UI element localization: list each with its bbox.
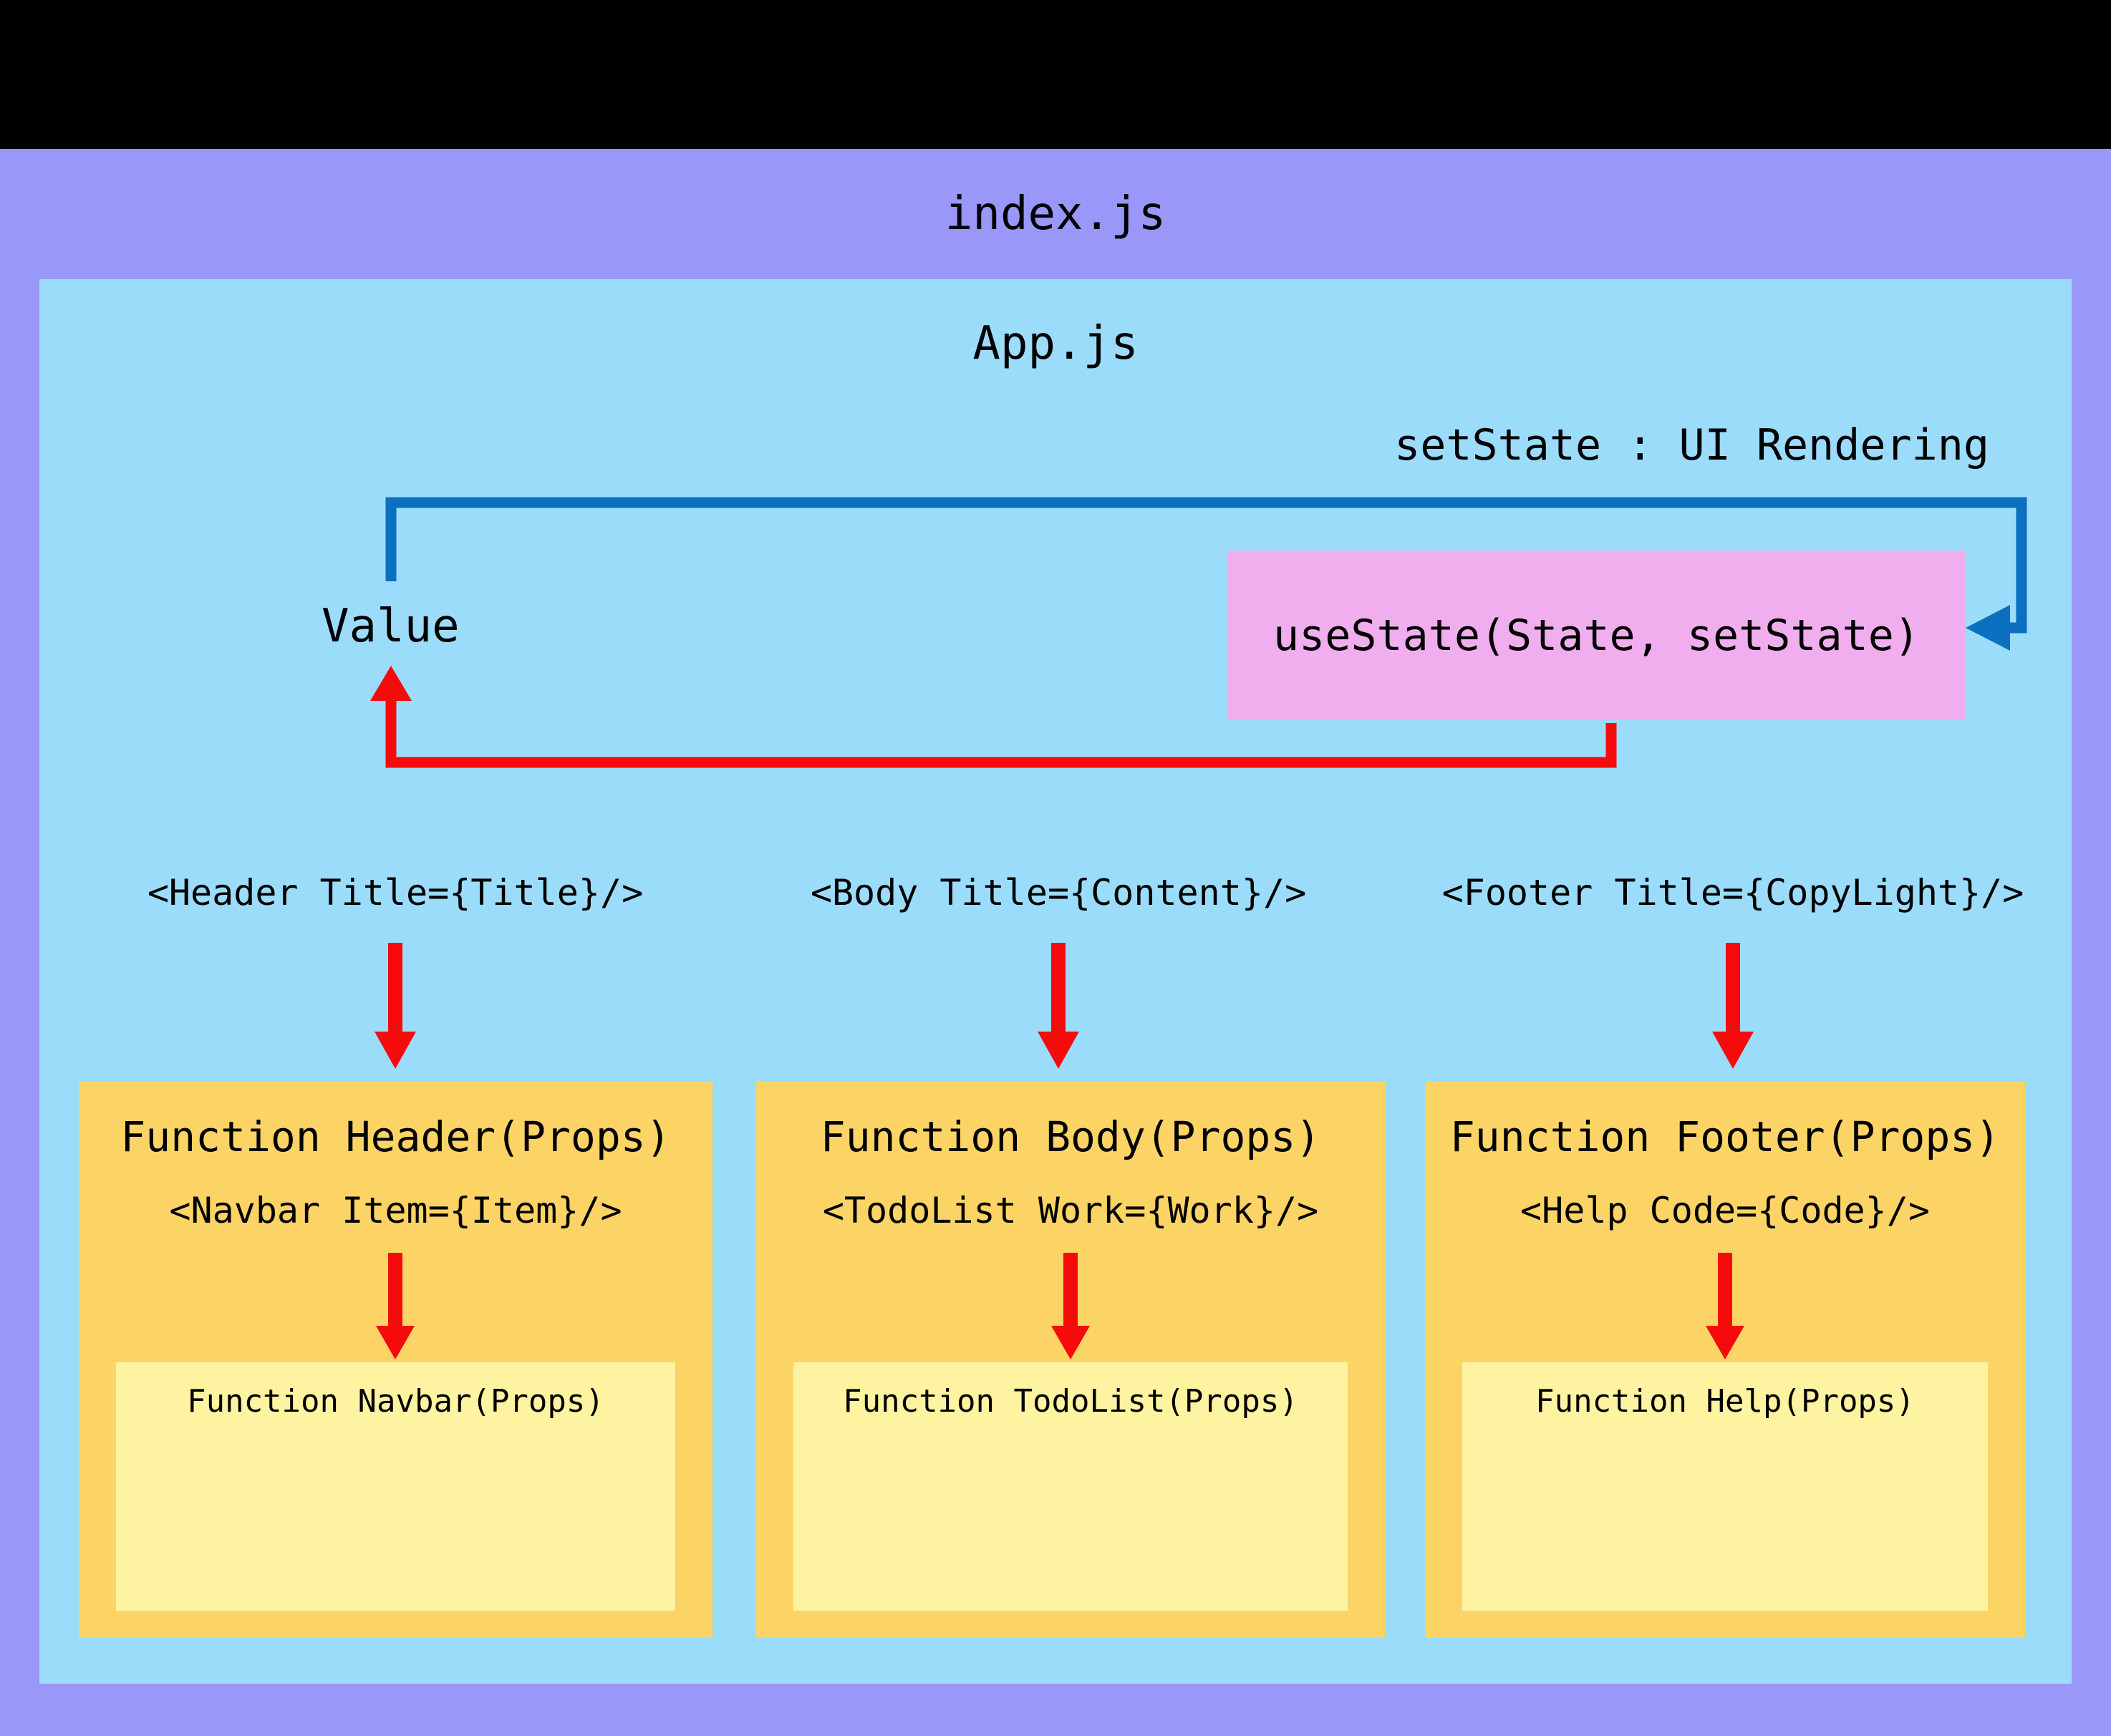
function-todolist-title: Function TodoList(Props) (843, 1383, 1298, 1420)
function-help-box: Function Help(Props) (1462, 1362, 1988, 1611)
value-label: Value (322, 600, 460, 653)
function-header-title: Function Header(Props) (120, 1112, 671, 1161)
function-body-title: Function Body(Props) (820, 1112, 1321, 1161)
body-jsx-label: <Body Title={Content}/> (810, 872, 1307, 913)
index-js-title: index.js (945, 188, 1166, 241)
function-navbar-title: Function Navbar(Props) (187, 1383, 604, 1420)
function-footer-title: Function Footer(Props) (1449, 1112, 2001, 1161)
app-js-panel: App.js setState : UI Rendering Value use… (39, 279, 2072, 1684)
function-body-box: Function Body(Props) <TodoList Work={Wor… (756, 1081, 1385, 1638)
usestate-label: useState(State, setState) (1272, 610, 1921, 661)
help-jsx-label: <Help Code={Code}/> (1520, 1190, 1930, 1231)
function-footer-box: Function Footer(Props) <Help Code={Code}… (1425, 1081, 2025, 1638)
todolist-jsx-label: <TodoList Work={Work}/> (822, 1190, 1319, 1231)
function-todolist-box: Function TodoList(Props) (793, 1362, 1348, 1611)
footer-jsx-label: <Footer Title={CopyLight}/> (1441, 872, 2024, 913)
function-help-title: Function Help(Props) (1535, 1383, 1915, 1420)
usestate-box: useState(State, setState) (1227, 551, 1966, 720)
function-header-box: Function Header(Props) <Navbar Item={Ite… (79, 1081, 712, 1638)
header-jsx-label: <Header Title={Title}/> (147, 872, 644, 913)
index-js-panel: index.js App.js setState : UI Rendering … (0, 149, 2111, 1736)
setstate-ui-rendering-label: setState : UI Rendering (1394, 420, 1989, 470)
app-js-title: App.js (972, 317, 1139, 370)
navbar-jsx-label: <Navbar Item={Item}/> (169, 1190, 622, 1231)
function-navbar-box: Function Navbar(Props) (116, 1362, 675, 1611)
